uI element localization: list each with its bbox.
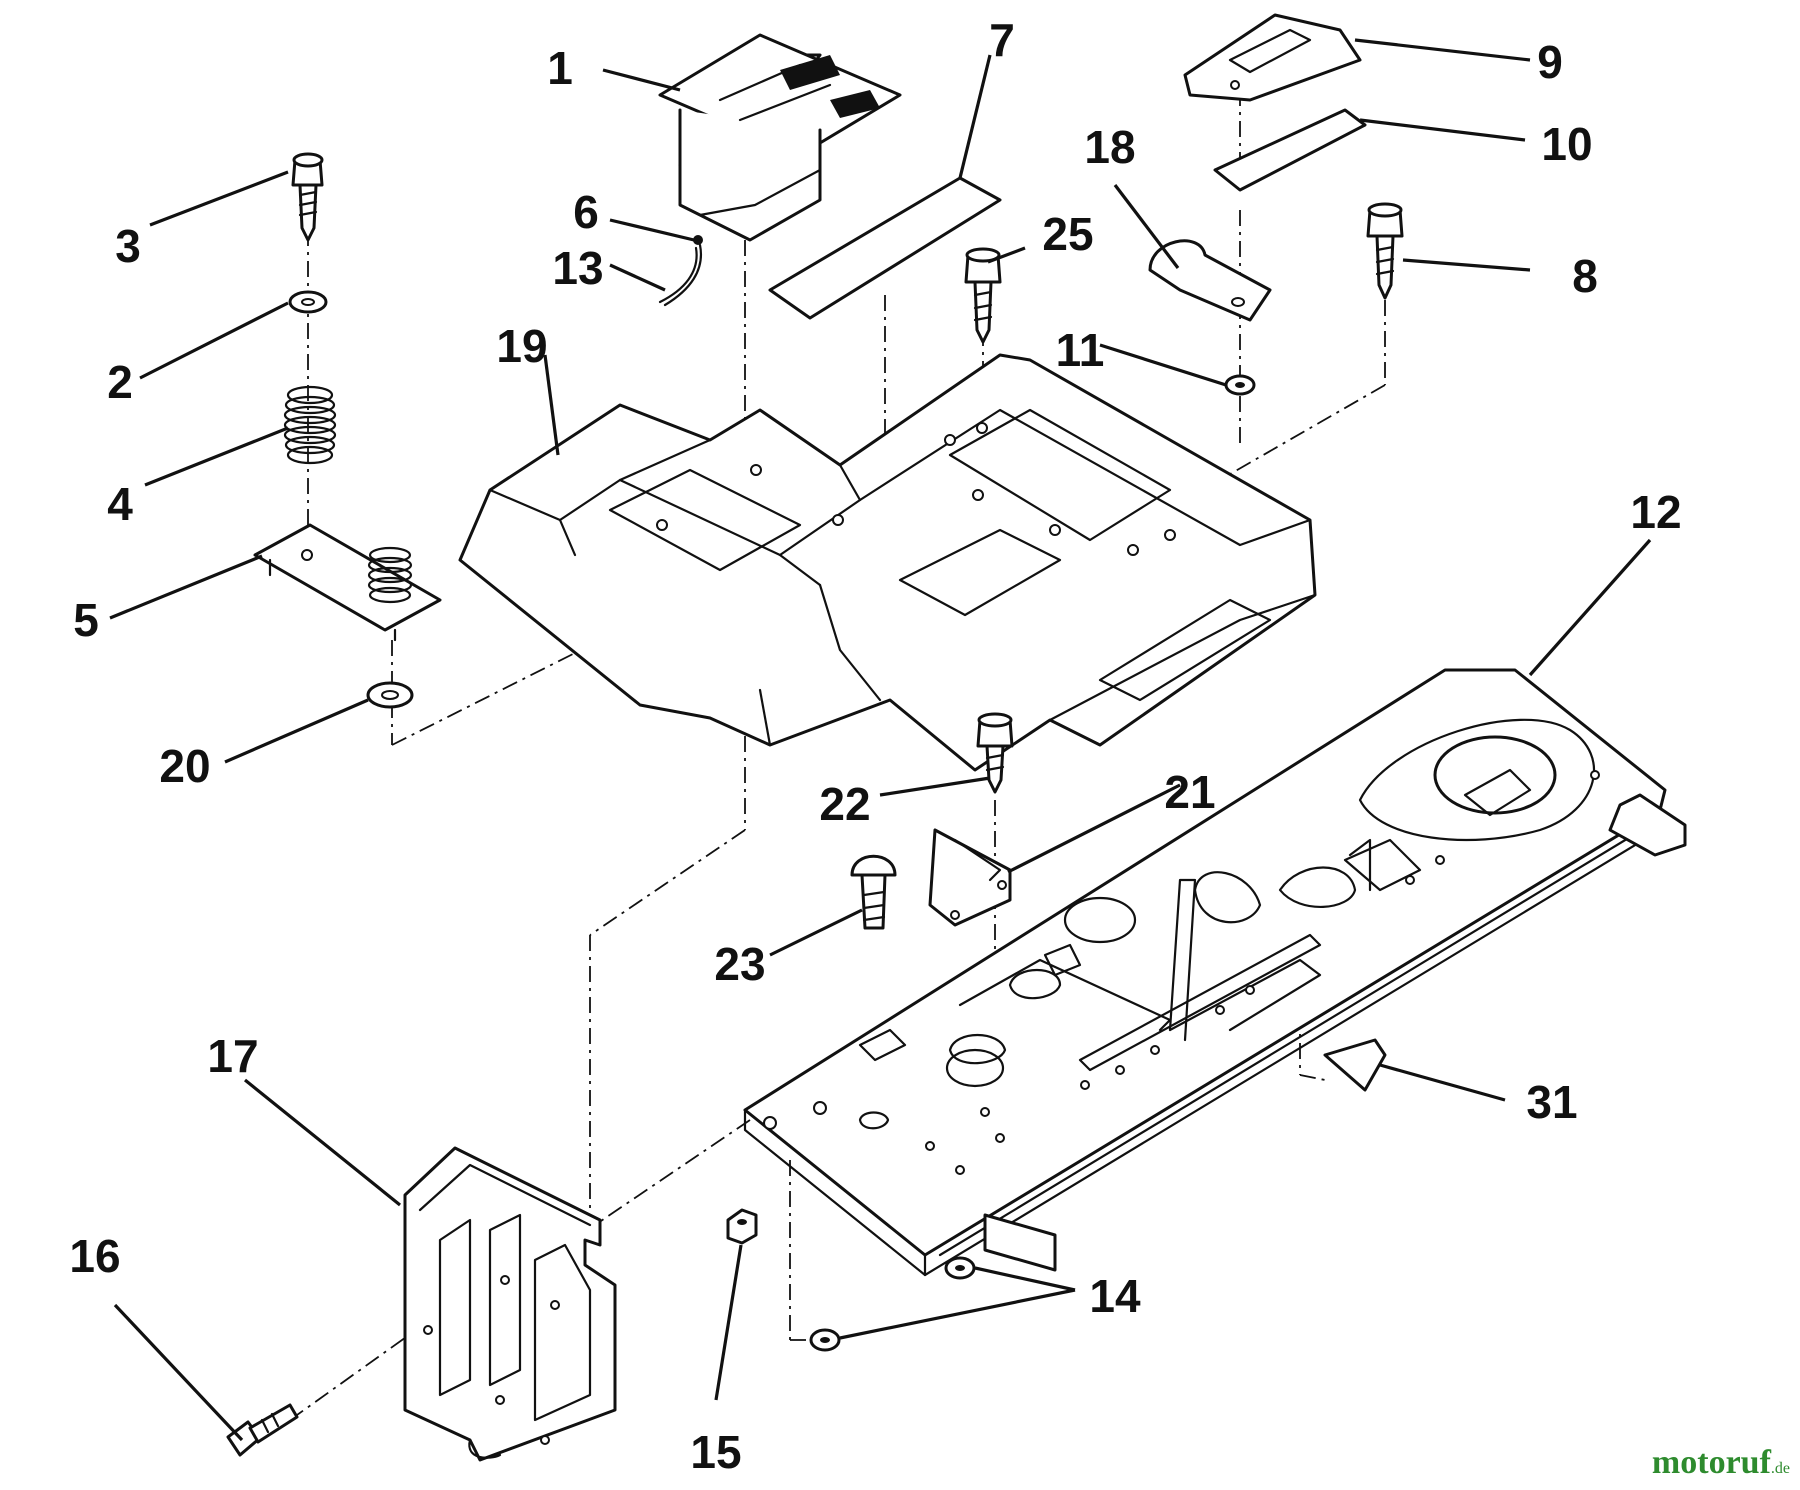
- callout-11: 11: [1056, 324, 1105, 376]
- part-20-washer: [366, 681, 414, 709]
- part-17-plate: [403, 1146, 617, 1462]
- callout-9: 9: [1537, 36, 1563, 88]
- callout-14: 14: [1089, 1270, 1141, 1322]
- part-15-nut: [726, 1208, 758, 1245]
- part-23-carriage-bolt: [850, 854, 897, 930]
- part-6-13-wire: [658, 235, 703, 307]
- part-2-washer: [288, 290, 328, 314]
- callout-5: 5: [73, 594, 99, 646]
- callout-12: 12: [1630, 486, 1681, 538]
- part-4-spring: [283, 385, 337, 465]
- part-10-strip: [1213, 108, 1367, 192]
- part-11-nut: [1224, 374, 1256, 396]
- callout-17: 17: [207, 1030, 258, 1082]
- callout-16: 16: [69, 1230, 120, 1282]
- part-22-bolt: [976, 712, 1014, 794]
- part-3-bolt: [291, 152, 324, 242]
- part-14-nuts: [809, 1256, 976, 1352]
- part-31-wedge: [1323, 1038, 1387, 1092]
- part-7-decal-plate: [768, 176, 1002, 320]
- part-21-bracket: [928, 828, 1012, 927]
- watermark-logo: motoruf.de: [1652, 1444, 1790, 1482]
- part-25-bolt: [964, 247, 1002, 344]
- callout-22: 22: [819, 778, 870, 830]
- callout-31: 31: [1526, 1076, 1577, 1128]
- callout-7: 7: [989, 14, 1015, 66]
- watermark-main: motoruf: [1651, 1444, 1771, 1481]
- callout-13: 13: [552, 242, 603, 294]
- callout-6: 6: [573, 186, 599, 238]
- part-16-bolt: [226, 1403, 299, 1457]
- part-8-bolt: [1366, 202, 1404, 300]
- watermark-suffix: .de: [1770, 1460, 1790, 1477]
- callout-18: 18: [1084, 121, 1135, 173]
- callout-20: 20: [159, 740, 210, 792]
- callout-3: 3: [115, 220, 141, 272]
- callout-25: 25: [1042, 208, 1093, 260]
- part-18-clamp: [1148, 239, 1272, 322]
- callout-2: 2: [107, 356, 133, 408]
- part-12-frame: [743, 668, 1687, 1277]
- callout-21: 21: [1164, 766, 1215, 818]
- callout-numbers: 1 2 3 4 5 6 7 8 9 10 11 12 13 14 15 16 1…: [69, 14, 1681, 1478]
- leader-lines: [109, 38, 1652, 1442]
- part-1-battery: [658, 33, 902, 242]
- part-9-plate: [1183, 13, 1362, 102]
- part-19-body-pan: [458, 353, 1317, 772]
- callout-19: 19: [496, 320, 547, 372]
- callout-4: 4: [107, 478, 133, 530]
- callout-23: 23: [714, 938, 765, 990]
- callout-10: 10: [1541, 118, 1592, 170]
- callout-8: 8: [1572, 250, 1598, 302]
- callout-15: 15: [690, 1426, 741, 1478]
- part-5-bracket: [253, 523, 442, 642]
- callout-1: 1: [547, 42, 573, 94]
